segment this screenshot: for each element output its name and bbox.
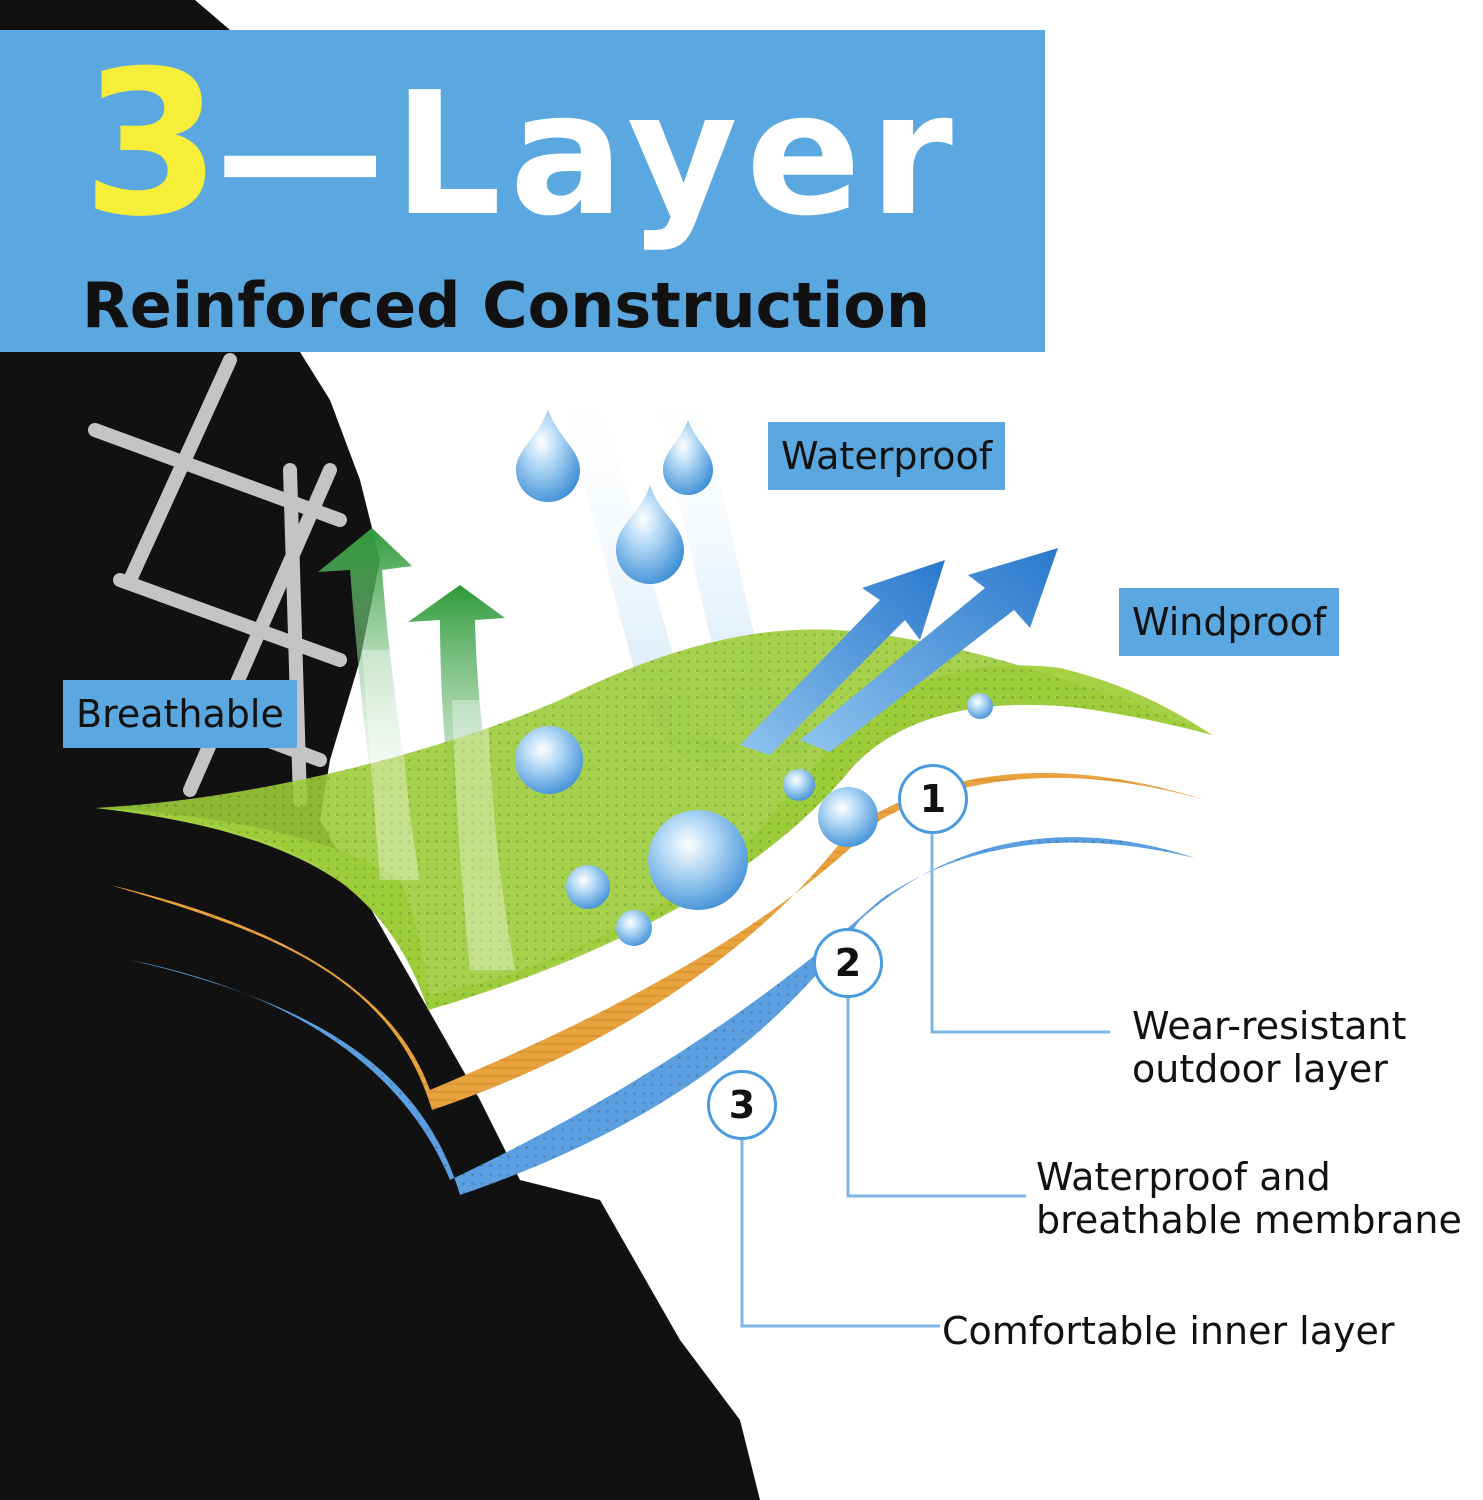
- layer-2-line2: breathable membrane: [1036, 1198, 1462, 1242]
- windproof-arrow-icon: [740, 548, 1058, 755]
- water-droplet-icon: [515, 410, 993, 946]
- layer-1-line1: Wear-resistant: [1132, 1004, 1407, 1048]
- layer-1-callout: Wear-resistant outdoor layer: [1132, 1005, 1406, 1091]
- title-banner: 3—Layer Reinforced Construction: [0, 30, 1045, 352]
- title-word: —Layer: [215, 56, 961, 254]
- title: 3—Layer: [82, 45, 961, 251]
- windproof-tag: Windproof: [1119, 588, 1340, 656]
- subtitle: Reinforced Construction: [82, 269, 930, 342]
- layer-1-badge: 1: [898, 764, 968, 834]
- breathable-tag: Breathable: [63, 680, 297, 748]
- layer-3-line1: Comfortable inner layer: [942, 1309, 1395, 1353]
- callout-lines: [740, 832, 1110, 1328]
- layer-3-badge: 3: [707, 1070, 777, 1140]
- layer-2-badge: 2: [813, 928, 883, 998]
- layer-2-line1: Waterproof and: [1036, 1155, 1331, 1199]
- layer-2-callout: Waterproof and breathable membrane: [1036, 1156, 1462, 1242]
- layer-1-line2: outdoor layer: [1132, 1047, 1388, 1091]
- layer-3-callout: Comfortable inner layer: [942, 1310, 1395, 1353]
- waterproof-tag: Waterproof: [768, 422, 1006, 490]
- title-number: 3: [82, 28, 221, 261]
